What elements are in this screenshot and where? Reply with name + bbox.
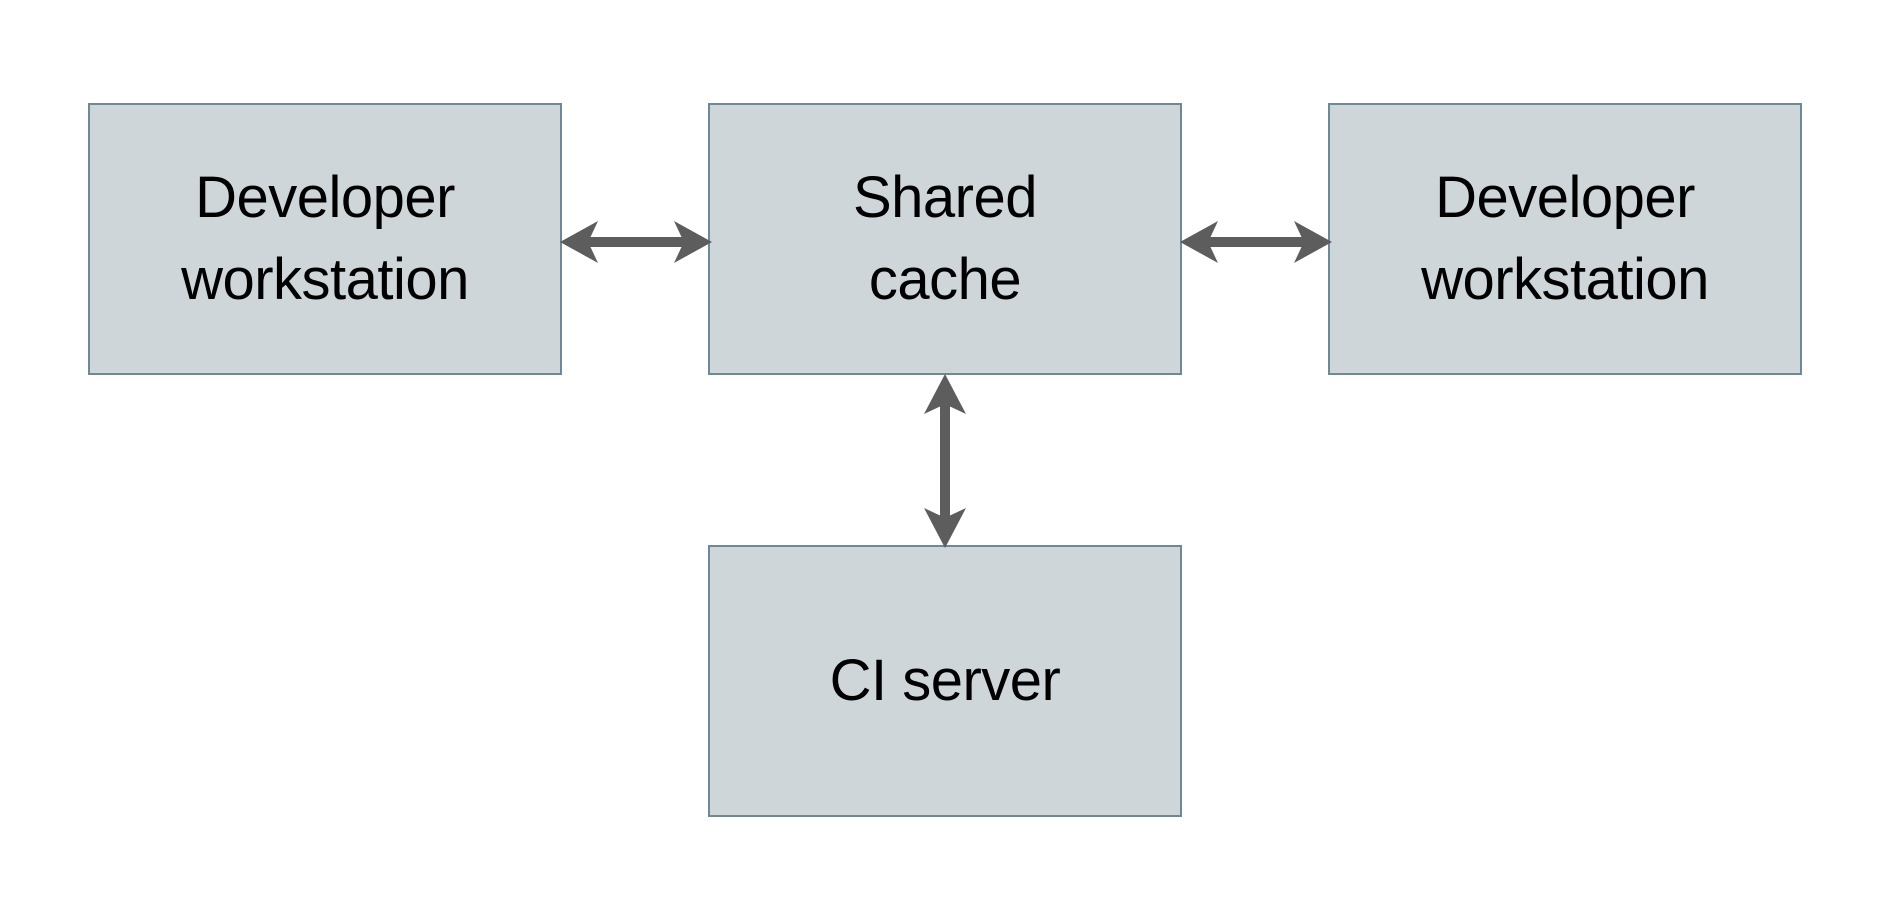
double-arrow-vertical-icon [924, 374, 966, 548]
node-shared-cache[interactable]: Shared cache [708, 103, 1182, 375]
node-label: Developer workstation [1421, 165, 1709, 312]
edge-developer-left-to-shared-cache[interactable] [560, 218, 712, 266]
double-arrow-horizontal-icon [1180, 221, 1332, 263]
node-label: Shared cache [852, 165, 1038, 312]
node-label: Developer workstation [181, 165, 469, 312]
edge-shared-cache-to-developer-right[interactable] [1180, 218, 1332, 266]
edge-shared-cache-to-ci-server[interactable] [921, 374, 969, 548]
double-arrow-horizontal-icon [560, 221, 712, 263]
node-developer-workstation-right[interactable]: Developer workstation [1328, 103, 1802, 375]
node-developer-workstation-left[interactable]: Developer workstation [88, 103, 562, 375]
node-label: CI server [829, 648, 1061, 713]
node-ci-server[interactable]: CI server [708, 545, 1182, 817]
